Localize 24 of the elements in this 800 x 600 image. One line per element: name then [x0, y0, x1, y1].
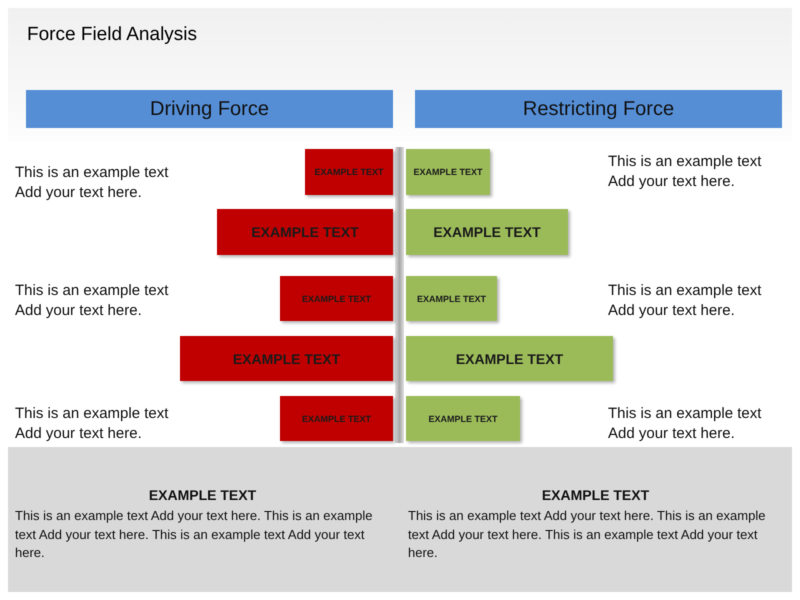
- note-text: This is an example text Add your text here.: [608, 152, 762, 192]
- summary-text: This is an example text Add your text here. This is an example text Add your text here. This is an example text Add your text here.: [408, 507, 766, 562]
- restricting-force-bar: EXAMPLE TEXT: [406, 336, 613, 381]
- summary-text: This is an example text Add your text here. This is an example text Add your text here. This is an example text Add your text here.: [15, 507, 374, 562]
- summary-heading: EXAMPLE TEXT: [540, 487, 650, 503]
- driving-force-bar: EXAMPLE TEXT: [180, 336, 393, 381]
- note-text: This is an example text Add your text here.: [15, 163, 170, 203]
- driving-force-bar: EXAMPLE TEXT: [217, 209, 393, 255]
- note-text: This is an example text Add your text here.: [608, 281, 762, 321]
- note-text: This is an example text Add your text here.: [15, 281, 170, 321]
- driving-force-bar: EXAMPLE TEXT: [305, 149, 393, 195]
- driving-force-bar: EXAMPLE TEXT: [280, 396, 393, 441]
- column-header: Restricting Force: [415, 90, 782, 128]
- note-text: This is an example text Add your text here.: [15, 404, 170, 444]
- column-header: Driving Force: [26, 90, 393, 128]
- note-text: This is an example text Add your text here.: [608, 404, 762, 444]
- restricting-force-bar: EXAMPLE TEXT: [406, 149, 490, 195]
- restricting-force-bar: EXAMPLE TEXT: [406, 209, 568, 255]
- summary-panel: [8, 447, 792, 592]
- summary-heading: EXAMPLE TEXT: [148, 487, 258, 503]
- page-title: Force Field Analysis: [27, 24, 198, 46]
- restricting-force-bar: EXAMPLE TEXT: [406, 396, 520, 441]
- driving-force-bar: EXAMPLE TEXT: [280, 276, 393, 321]
- restricting-force-bar: EXAMPLE TEXT: [406, 276, 497, 321]
